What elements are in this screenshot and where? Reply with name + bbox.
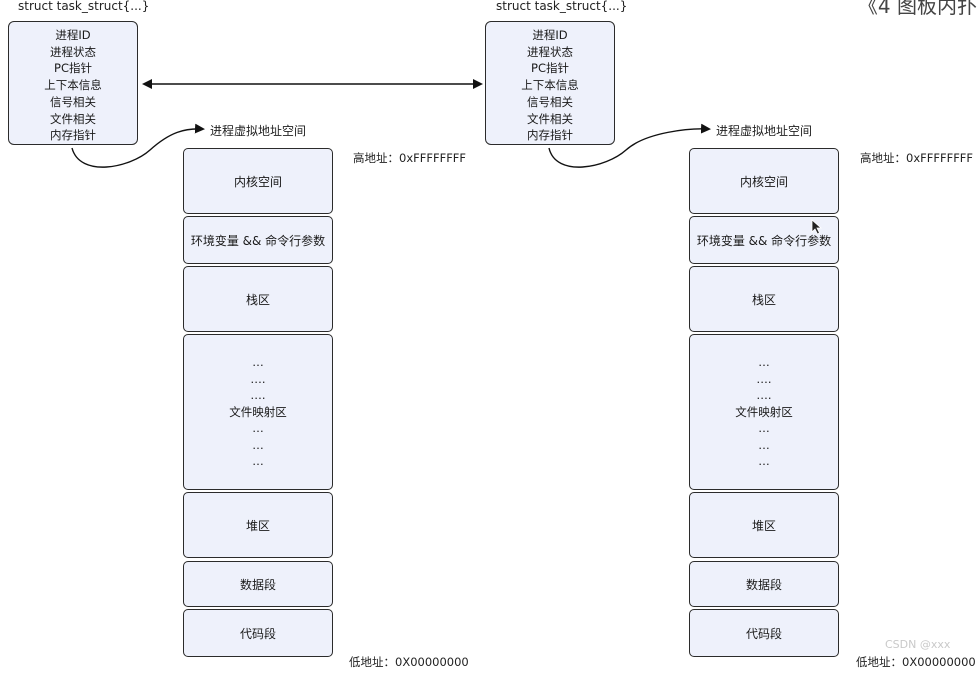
- segment-data: 数据段: [183, 561, 333, 607]
- mmap-line: ….: [250, 371, 266, 386]
- mmap-line: …: [252, 454, 264, 469]
- pcb-field-mem: 内存指针: [50, 128, 96, 143]
- mouse-cursor-icon: [811, 219, 823, 235]
- segment-kernel: 内核空间: [183, 148, 333, 214]
- pcb-field-pid: 进程ID: [55, 28, 91, 42]
- segment-data: 数据段: [689, 561, 839, 607]
- segment-mmap: … …. …. 文件映射区 … … …: [183, 334, 333, 490]
- segment-heap: 堆区: [689, 492, 839, 558]
- pcb-field-signal: 信号相关: [50, 94, 96, 109]
- pcb-field-file: 文件相关: [527, 111, 573, 126]
- high-address: 高地址：0xFFFFFFFF: [860, 151, 974, 165]
- watermark: CSDN @xxx: [885, 638, 951, 651]
- segment-stack: 栈区: [689, 266, 839, 332]
- mmap-line: …: [252, 437, 264, 452]
- mmap-line: …: [252, 421, 264, 436]
- mem-pointer-arrow-2: [548, 123, 711, 168]
- segment-heap: 堆区: [183, 492, 333, 558]
- vas-title: 进程虚拟地址空间: [210, 124, 307, 138]
- mmap-line: ….: [756, 371, 772, 386]
- low-address: 低地址：0X00000000: [349, 655, 469, 669]
- segment-env-args: 环境变量 && 命令行参数: [183, 216, 333, 264]
- pcb-field-pid: 进程ID: [532, 28, 568, 42]
- pcb-field-context: 上下本信息: [521, 78, 579, 93]
- mmap-line: …: [758, 454, 770, 469]
- pcb-field-pc: PC指针: [54, 61, 92, 76]
- segment-stack: 栈区: [183, 266, 333, 332]
- mmap-line: ….: [756, 388, 772, 403]
- segment-code: 代码段: [183, 609, 333, 657]
- mmap-line: …: [758, 437, 770, 452]
- pcb-field-context: 上下本信息: [44, 78, 102, 93]
- pcb-box: 进程ID 进程状态 PC指针 上下本信息 信号相关 文件相关 内存指针: [485, 21, 615, 145]
- high-address: 高地址：0xFFFFFFFF: [353, 151, 467, 165]
- struct-label: struct task_struct{...}: [496, 0, 628, 13]
- mmap-label: 文件映射区: [735, 404, 793, 419]
- segment-kernel: 内核空间: [689, 148, 839, 214]
- mmap-line: …: [758, 421, 770, 436]
- vas-title: 进程虚拟地址空间: [716, 124, 813, 138]
- pcb-field-pc: PC指针: [531, 61, 569, 76]
- pcb-box: 进程ID 进程状态 PC指针 上下本信息 信号相关 文件相关 内存指针: [8, 21, 138, 145]
- struct-label: struct task_struct{...}: [18, 0, 150, 13]
- pcb-field-file: 文件相关: [50, 111, 96, 126]
- pcb-field-state: 进程状态: [50, 44, 96, 59]
- low-address: 低地址：0X00000000: [856, 655, 976, 669]
- corner-text: 《4 图板内扑: [857, 0, 977, 18]
- mmap-label: 文件映射区: [229, 404, 287, 419]
- segment-code: 代码段: [689, 609, 839, 657]
- mmap-line: …: [758, 355, 770, 370]
- mmap-line: ….: [250, 388, 266, 403]
- pcb-field-signal: 信号相关: [527, 94, 573, 109]
- segment-mmap: … …. …. 文件映射区 … … …: [689, 334, 839, 490]
- pcb-field-mem: 内存指针: [527, 128, 573, 143]
- mmap-line: …: [252, 355, 264, 370]
- pcb-field-state: 进程状态: [527, 44, 573, 59]
- mem-pointer-arrow-1: [71, 123, 205, 168]
